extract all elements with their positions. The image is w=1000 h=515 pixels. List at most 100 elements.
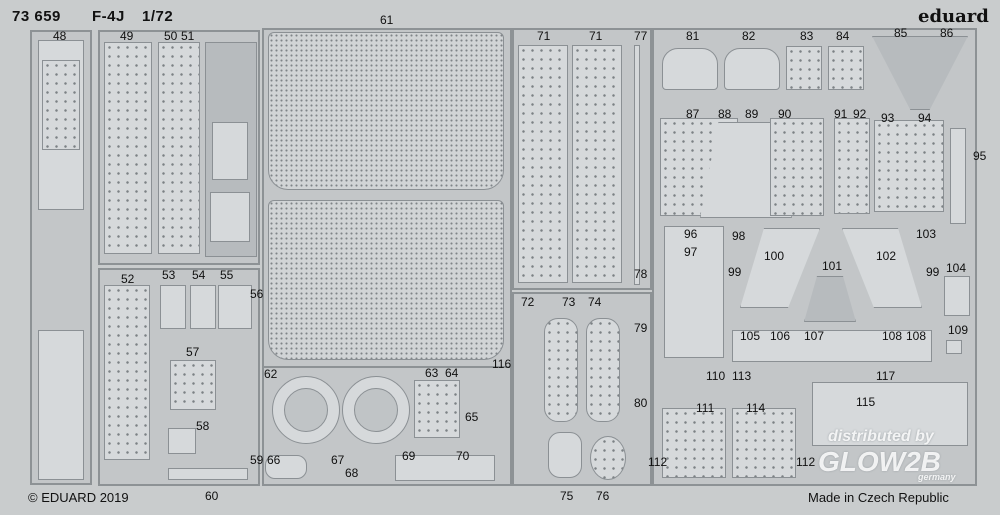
part-93-94 bbox=[874, 120, 944, 212]
part-49 bbox=[104, 42, 152, 254]
label-71-left: 71 bbox=[537, 29, 551, 43]
brand-logo: eduard bbox=[918, 6, 989, 27]
part-60 bbox=[168, 468, 248, 480]
label-98: 98 bbox=[732, 229, 746, 243]
label-88: 88 bbox=[718, 107, 732, 121]
part-58 bbox=[168, 428, 196, 454]
label-79: 79 bbox=[634, 321, 648, 335]
part-82 bbox=[724, 48, 780, 90]
part-71-left-strip bbox=[518, 45, 568, 283]
label-97: 97 bbox=[684, 245, 698, 259]
part-104 bbox=[944, 276, 970, 316]
part-51-box bbox=[212, 122, 248, 180]
label-104: 104 bbox=[946, 261, 967, 275]
part-77-rod bbox=[634, 45, 640, 285]
part-95 bbox=[950, 128, 966, 224]
label-116: 116 bbox=[492, 357, 512, 371]
aircraft-name: F-4J bbox=[92, 8, 125, 25]
label-80: 80 bbox=[634, 396, 648, 410]
label-51: 51 bbox=[181, 29, 195, 43]
label-99-left: 99 bbox=[728, 265, 742, 279]
part-57 bbox=[170, 360, 216, 410]
part-52 bbox=[104, 285, 150, 460]
part-74 bbox=[586, 318, 620, 422]
part-81 bbox=[662, 48, 718, 90]
label-86: 86 bbox=[940, 26, 954, 40]
label-75: 75 bbox=[560, 489, 574, 503]
label-63: 63 bbox=[425, 366, 439, 380]
label-114: 114 bbox=[746, 401, 766, 415]
label-101: 101 bbox=[822, 259, 843, 273]
label-117: 117 bbox=[876, 369, 896, 383]
part-76 bbox=[590, 436, 626, 480]
label-48: 48 bbox=[53, 29, 67, 43]
part-61-lower-mesh bbox=[268, 200, 504, 360]
label-82: 82 bbox=[742, 29, 756, 43]
label-60: 60 bbox=[205, 489, 219, 503]
part-71-right-strip bbox=[572, 45, 622, 283]
label-92: 92 bbox=[853, 107, 867, 121]
part-62-ring-left-inner bbox=[284, 388, 328, 432]
label-56: 56 bbox=[250, 287, 264, 301]
label-58: 58 bbox=[196, 419, 210, 433]
label-95: 95 bbox=[973, 149, 987, 163]
label-52: 52 bbox=[121, 272, 135, 286]
label-69: 69 bbox=[402, 449, 416, 463]
label-112-left: 112 bbox=[648, 455, 668, 469]
label-62: 62 bbox=[264, 367, 278, 381]
part-90 bbox=[770, 118, 824, 216]
label-53: 53 bbox=[162, 268, 176, 282]
origin-text: Made in Czech Republic bbox=[808, 490, 949, 505]
label-71-right: 71 bbox=[589, 29, 603, 43]
part-105-108 bbox=[732, 330, 932, 362]
label-96: 96 bbox=[684, 227, 698, 241]
label-108-left: 108 bbox=[882, 329, 903, 343]
part-62-ring-right-inner bbox=[354, 388, 398, 432]
label-91: 91 bbox=[834, 107, 848, 121]
label-78: 78 bbox=[634, 267, 648, 281]
part-61-upper-mesh bbox=[268, 32, 504, 190]
label-66: 66 bbox=[267, 453, 281, 467]
part-66 bbox=[265, 455, 307, 479]
label-73: 73 bbox=[562, 295, 576, 309]
part-91-92 bbox=[834, 118, 870, 214]
label-85: 85 bbox=[894, 26, 908, 40]
part-48-detail bbox=[42, 60, 80, 150]
watermark-line3: germany bbox=[918, 472, 956, 482]
label-81: 81 bbox=[686, 29, 700, 43]
kit-code: 73 659 bbox=[12, 8, 61, 25]
part-111 bbox=[662, 408, 726, 478]
label-59: 59 bbox=[250, 453, 264, 467]
label-49: 49 bbox=[120, 29, 134, 43]
part-83 bbox=[786, 46, 822, 90]
label-83: 83 bbox=[800, 29, 814, 43]
label-61: 61 bbox=[380, 13, 394, 27]
part-115-117 bbox=[812, 382, 968, 446]
label-84: 84 bbox=[836, 29, 850, 43]
frame-bottom-center bbox=[512, 292, 652, 486]
label-102: 102 bbox=[876, 249, 897, 263]
part-55 bbox=[218, 285, 252, 329]
label-50: 50 bbox=[164, 29, 178, 43]
label-54: 54 bbox=[192, 268, 206, 282]
label-106: 106 bbox=[770, 329, 791, 343]
part-48-lower bbox=[38, 330, 84, 480]
label-77: 77 bbox=[634, 29, 648, 43]
label-115: 115 bbox=[856, 395, 876, 409]
label-100: 100 bbox=[764, 249, 785, 263]
label-107: 107 bbox=[804, 329, 825, 343]
label-109: 109 bbox=[948, 323, 969, 337]
label-87: 87 bbox=[686, 107, 700, 121]
part-53 bbox=[160, 285, 186, 329]
label-112-right: 112 bbox=[796, 455, 816, 469]
label-57: 57 bbox=[186, 345, 200, 359]
label-67: 67 bbox=[331, 453, 345, 467]
label-64: 64 bbox=[445, 366, 459, 380]
label-108-right: 108 bbox=[906, 329, 927, 343]
kit-scale: 1/72 bbox=[142, 8, 174, 25]
part-51-frame bbox=[210, 192, 250, 242]
label-89: 89 bbox=[745, 107, 759, 121]
label-74: 74 bbox=[588, 295, 602, 309]
label-90: 90 bbox=[778, 107, 792, 121]
